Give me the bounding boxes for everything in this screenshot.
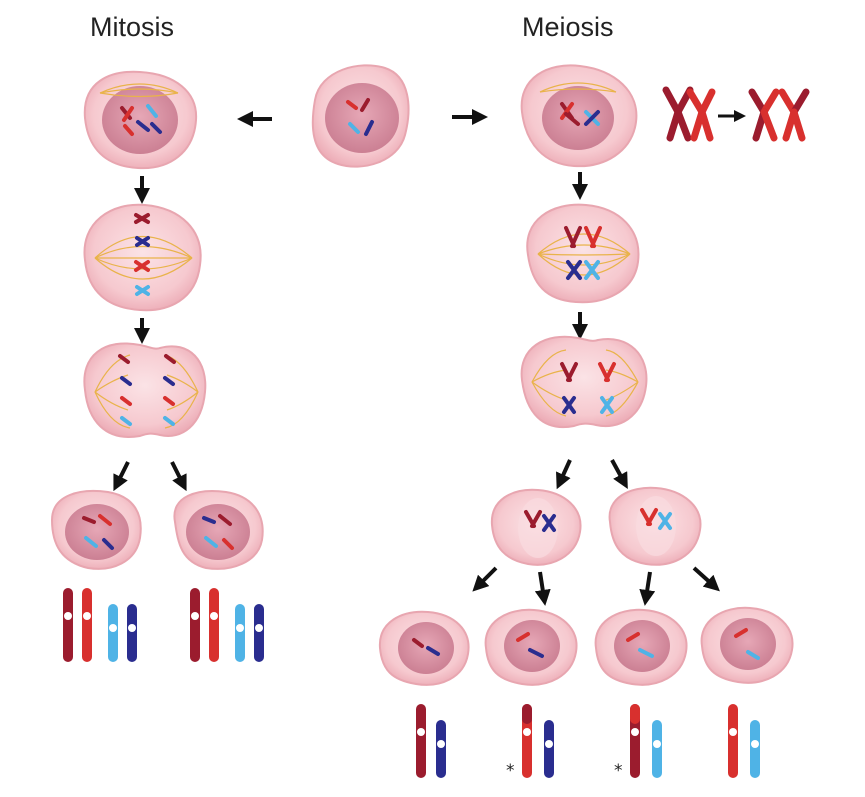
meiosis-ii-cell-1: [490, 488, 582, 566]
gamete-cell-1: [378, 610, 470, 686]
meiosis-ii-cell-2: [608, 486, 702, 566]
gamete-cell-2: [484, 608, 578, 686]
meiosis-ii-arrow-3: [639, 571, 656, 606]
gamete-cell-4: [700, 606, 794, 684]
mitosis-arrow-left: [113, 461, 130, 492]
meiosis-title: Meiosis: [522, 12, 614, 42]
mitosis-daughter-cell-1: [50, 489, 142, 570]
meiosis-ii-arrow-2: [534, 571, 551, 606]
recombinant-asterisk-2: *: [614, 761, 623, 781]
mitosis-prophase-cell: [83, 70, 198, 170]
meiosis-metaphase-cell: [526, 203, 640, 304]
mitosis-metaphase-cell: [83, 203, 202, 312]
parent-cell: [311, 64, 410, 168]
gamete-cell-3: [594, 608, 688, 686]
mitosis-anaphase-cell: [83, 342, 207, 438]
meiosis-arrow-right: [610, 459, 628, 490]
recombinant-asterisk-1: *: [506, 761, 515, 781]
mitosis-title: Mitosis: [90, 12, 175, 42]
meiosis-ii-arrow-1: [472, 566, 498, 592]
meiosis-arrow-left: [556, 459, 572, 490]
mitosis-daughter-cell-2: [173, 490, 264, 570]
gamete-chromosomes-4: [728, 704, 760, 778]
gamete-chromosomes-1: [416, 704, 446, 778]
gamete-chromosomes-2: *: [506, 704, 554, 781]
mitosis-arrow-right: [170, 461, 187, 492]
meiosis-ii-arrow-4: [692, 566, 720, 592]
nucleus: [325, 83, 399, 153]
mitosis-chromosome-set-1: [63, 588, 137, 662]
meiosis-prophase-cell: [520, 64, 638, 168]
mitosis-chromosome-set-2: [190, 588, 264, 662]
gamete-chromosomes-3: *: [614, 704, 662, 781]
crossing-over-illustration: [662, 86, 810, 142]
meiosis-anaphase-cell: [520, 335, 648, 429]
